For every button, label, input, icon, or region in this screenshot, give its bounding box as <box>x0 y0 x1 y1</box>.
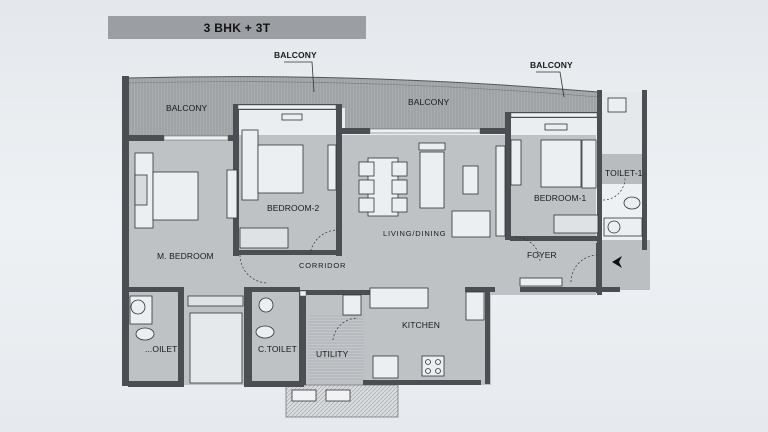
room-label-corridor: CORRIDOR <box>299 261 347 270</box>
entry-arrow-icon <box>612 256 622 268</box>
plan-title-banner: 3 BHK + 3T <box>108 16 366 39</box>
room-label-balcony-main: BALCONY <box>408 97 450 107</box>
callout-leaders <box>284 61 565 98</box>
balcony-strip <box>127 76 599 136</box>
bedroom-2-bed <box>239 113 337 249</box>
deck-unit-1 <box>291 389 317 402</box>
master-toilet-fixtures <box>129 295 244 384</box>
room-label-balcony-west: BALCONY <box>166 103 208 113</box>
toilet-1-area <box>600 154 642 184</box>
plan-title: 3 BHK + 3T <box>203 20 271 35</box>
door-swings <box>239 177 626 341</box>
balcony-callout-left-label: BALCONY <box>274 50 317 60</box>
windows <box>163 104 598 297</box>
deck-unit-2 <box>325 389 351 402</box>
room-label-bedroom-1: BEDROOM-1 <box>534 193 587 203</box>
room-label-living-dining: LIVING/DINING <box>383 229 447 238</box>
foyer-console <box>519 277 563 287</box>
room-label-foyer: FOYER <box>527 250 557 260</box>
room-label-kitchen: KITCHEN <box>402 320 441 330</box>
balcony-callout-right-label: BALCONY <box>530 60 573 70</box>
common-toilet-fixtures <box>255 297 275 339</box>
room-label-master-bedroom: M. BEDROOM <box>157 251 214 261</box>
room-label-bedroom-2: BEDROOM-2 <box>267 203 320 213</box>
toilet-1-fixtures <box>603 97 643 237</box>
room-label-toilet-1: TOILET-1 <box>605 168 643 178</box>
room-label-common-toilet: C.TOILET <box>258 344 297 354</box>
room-label-master-toilet: ...OILET <box>145 344 178 354</box>
utility-floor <box>308 315 364 380</box>
kitchen-counters <box>342 287 485 379</box>
dining-table <box>358 157 408 217</box>
master-bed <box>134 152 238 229</box>
bedroom-1-bed <box>510 123 599 234</box>
room-label-utility: UTILITY <box>316 349 349 359</box>
sofa-set <box>418 142 506 238</box>
